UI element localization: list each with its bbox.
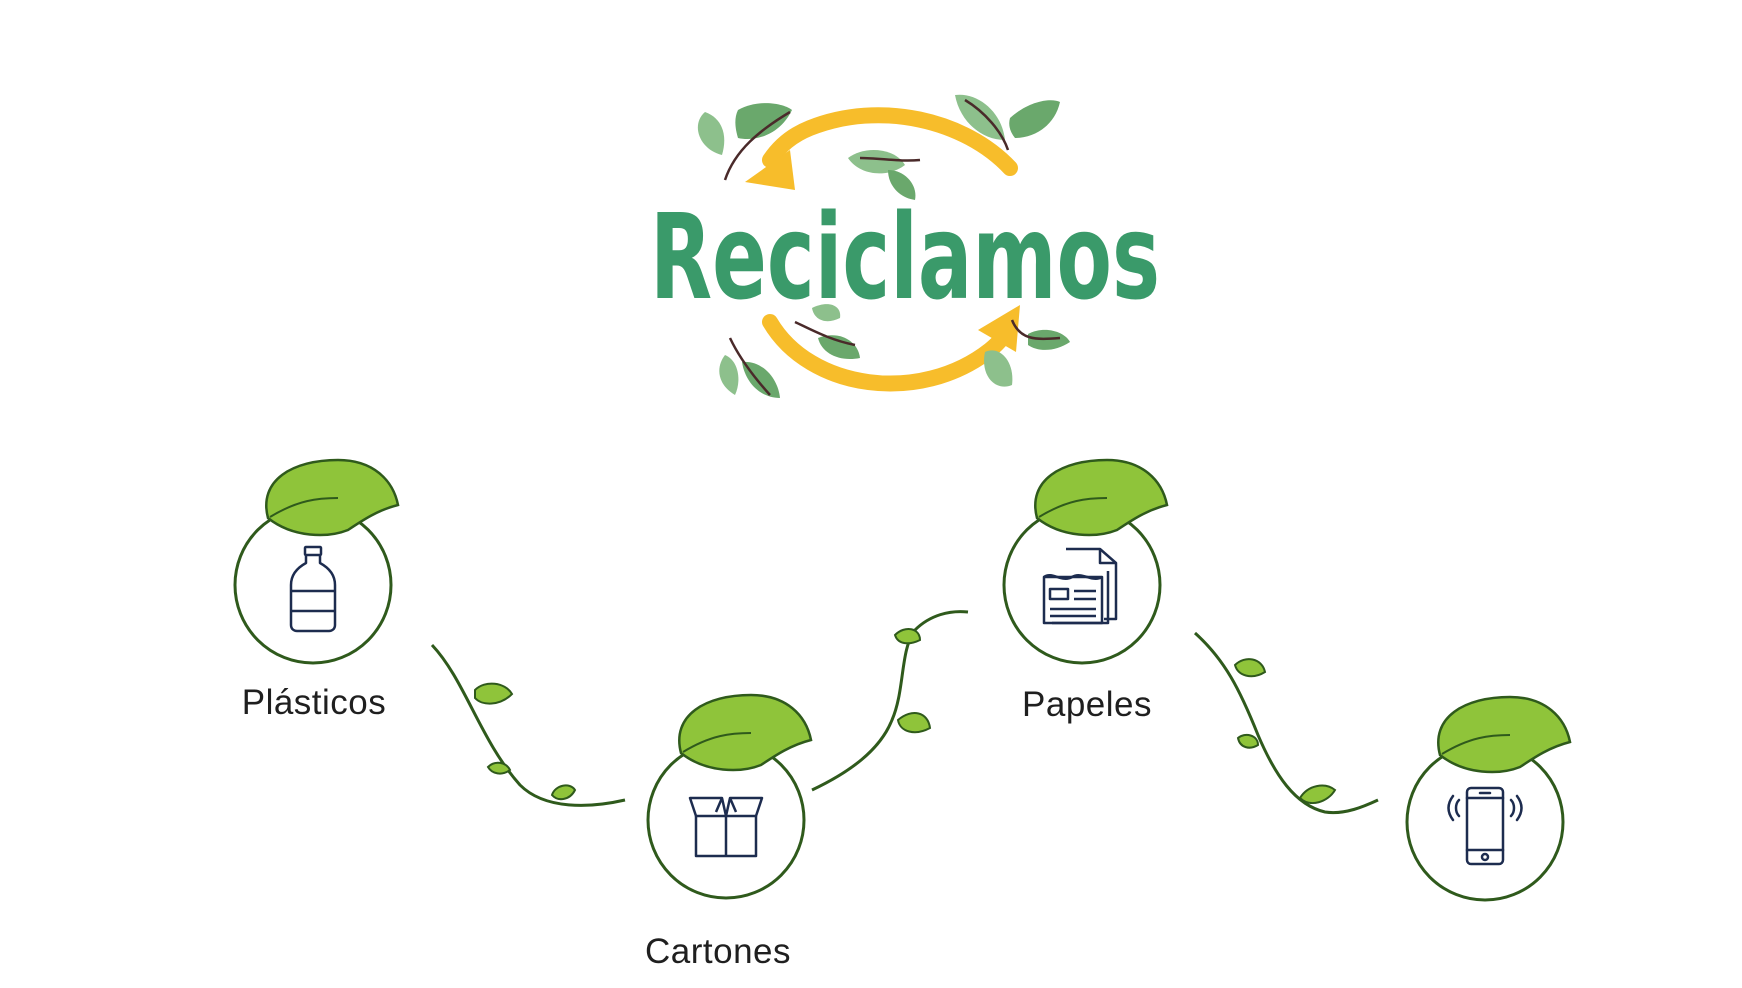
leaf-vein	[682, 732, 752, 753]
logo-title: Reciclamos	[650, 188, 1160, 326]
vines	[430, 610, 1379, 815]
smartphone-icon	[1447, 786, 1523, 866]
node-plasticos	[233, 458, 400, 665]
leaf-icon	[955, 94, 1060, 151]
bottle-icon	[289, 545, 337, 633]
node-cartones	[646, 693, 813, 900]
node-electronicos	[1405, 695, 1572, 902]
node-papeles	[1002, 458, 1169, 665]
vine-connector	[1193, 631, 1379, 815]
recycle-arrows-icon	[745, 107, 1020, 392]
leaf-icon	[697, 103, 792, 181]
node-label-cartones: Cartones	[644, 932, 792, 971]
leaf-vein	[1441, 734, 1511, 755]
box-icon	[688, 796, 764, 858]
leaf-icon	[719, 337, 780, 398]
leaf-vein	[269, 497, 339, 518]
nodes	[233, 458, 1572, 902]
logo: Reciclamos	[650, 94, 1160, 398]
node-label-plasticos: Plásticos	[241, 683, 387, 722]
leaf-icon	[848, 149, 921, 200]
leaf-icon	[984, 319, 1070, 387]
logo-leaves	[697, 94, 1070, 398]
vine-connector	[811, 610, 969, 792]
leaf-icon	[794, 304, 860, 360]
newspaper-icon	[1042, 547, 1118, 625]
node-label-papeles: Papeles	[1022, 685, 1152, 724]
vine-connector	[430, 643, 626, 807]
leaf-vein	[1038, 497, 1108, 518]
